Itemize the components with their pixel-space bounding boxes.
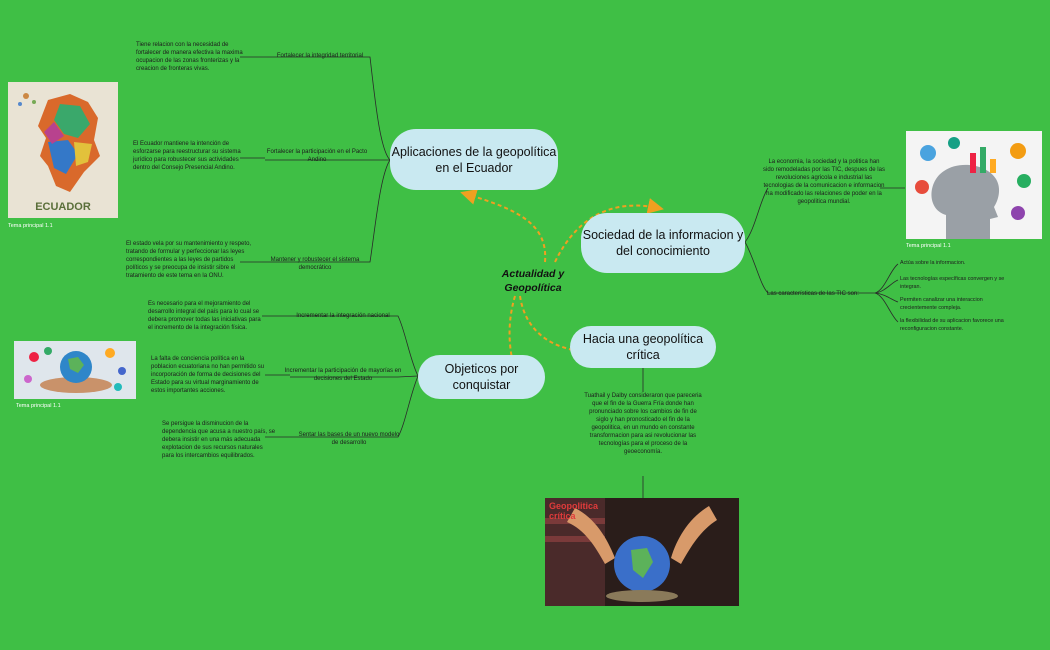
topic-hacia[interactable]: Hacia una geopolítica crítica xyxy=(570,326,716,368)
caption-2: Tema principal 1.1 xyxy=(16,403,61,409)
soc-desc: La economia, la sociedad y la politica h… xyxy=(763,159,885,205)
apl-sub1[interactable]: Fortalecer la integridad territorial xyxy=(276,53,364,59)
soc-item-4: la flexibilidad de su aplicacion favorec… xyxy=(900,318,1004,332)
geopolitica-critica-image: Geopolitica crítica xyxy=(545,498,739,606)
central-topic-line1: Actualidad y xyxy=(501,268,565,280)
arrow-to-sociedad xyxy=(554,198,664,263)
obj-sub3-desc: Se persigue la disminucion de la depende… xyxy=(162,421,276,459)
geopolitica-critica-text: Geopolitica crítica xyxy=(549,501,599,521)
soc-item-1: Actúa sobre la informacion. xyxy=(900,260,966,266)
apl-sub3-desc: El estado vela por su mantenimiento y re… xyxy=(126,241,252,279)
obj-sub2-desc: La falta de conciencia política en la po… xyxy=(151,356,265,394)
hands-globe-image xyxy=(14,341,136,399)
central-topic-line2: Geopolítica xyxy=(504,282,562,294)
ecuador-map-icon xyxy=(18,93,100,192)
hac-desc: Tuathail y Dalby consideraron que parece… xyxy=(584,393,702,455)
crystal-ball-icon xyxy=(545,498,717,606)
arrow-to-aplicaciones xyxy=(460,189,547,263)
globe-icon xyxy=(24,347,126,393)
ecuador-map-image: ECUADOR xyxy=(8,82,118,218)
soc-item-3: Permiten canalizar una interaccion creci… xyxy=(900,297,983,311)
arrow-to-objeticos xyxy=(508,295,524,392)
soc-item-2: Las tecnologías específicas convergen y … xyxy=(900,276,1005,290)
obj-sub2[interactable]: Incrementar la participación de mayorías… xyxy=(284,368,402,382)
apl-sub1-desc: Tiene relacion con la necesidad de forta… xyxy=(136,42,243,72)
caption-1: Tema principal 1.1 xyxy=(8,223,53,229)
obj-sub1[interactable]: Incrementar la integración nacional xyxy=(296,313,390,319)
apl-sub3[interactable]: Mantener y robustecer el sistema democrá… xyxy=(270,257,360,271)
soc-tic-label[interactable]: Las características de las TIC son: xyxy=(767,291,859,297)
apl-sub2[interactable]: Fortalecer la participación en el Pacto … xyxy=(266,149,368,163)
topic-aplicaciones[interactable]: Aplicaciones de la geopolítica en el Ecu… xyxy=(390,129,558,190)
topic-sociedad[interactable]: Sociedad de la informacion y del conocim… xyxy=(581,213,745,273)
central-topic[interactable]: Actualidad y Geopolítica xyxy=(488,267,578,295)
caption-3: Tema principal 1.1 xyxy=(906,243,951,249)
tech-head-image xyxy=(906,131,1042,239)
obj-sub3[interactable]: Sentar las bases de un nuevo modelo de d… xyxy=(298,432,400,446)
head-icon xyxy=(915,137,1031,239)
obj-sub1-desc: Es necesario para el mejoramiento del de… xyxy=(148,301,261,331)
ecuador-map-text: ECUADOR xyxy=(35,201,91,213)
topic-objeticos[interactable]: Objeticos por conquistar xyxy=(418,355,545,399)
apl-sub2-desc: El Ecuador mantiene la intención de esfo… xyxy=(133,141,241,171)
